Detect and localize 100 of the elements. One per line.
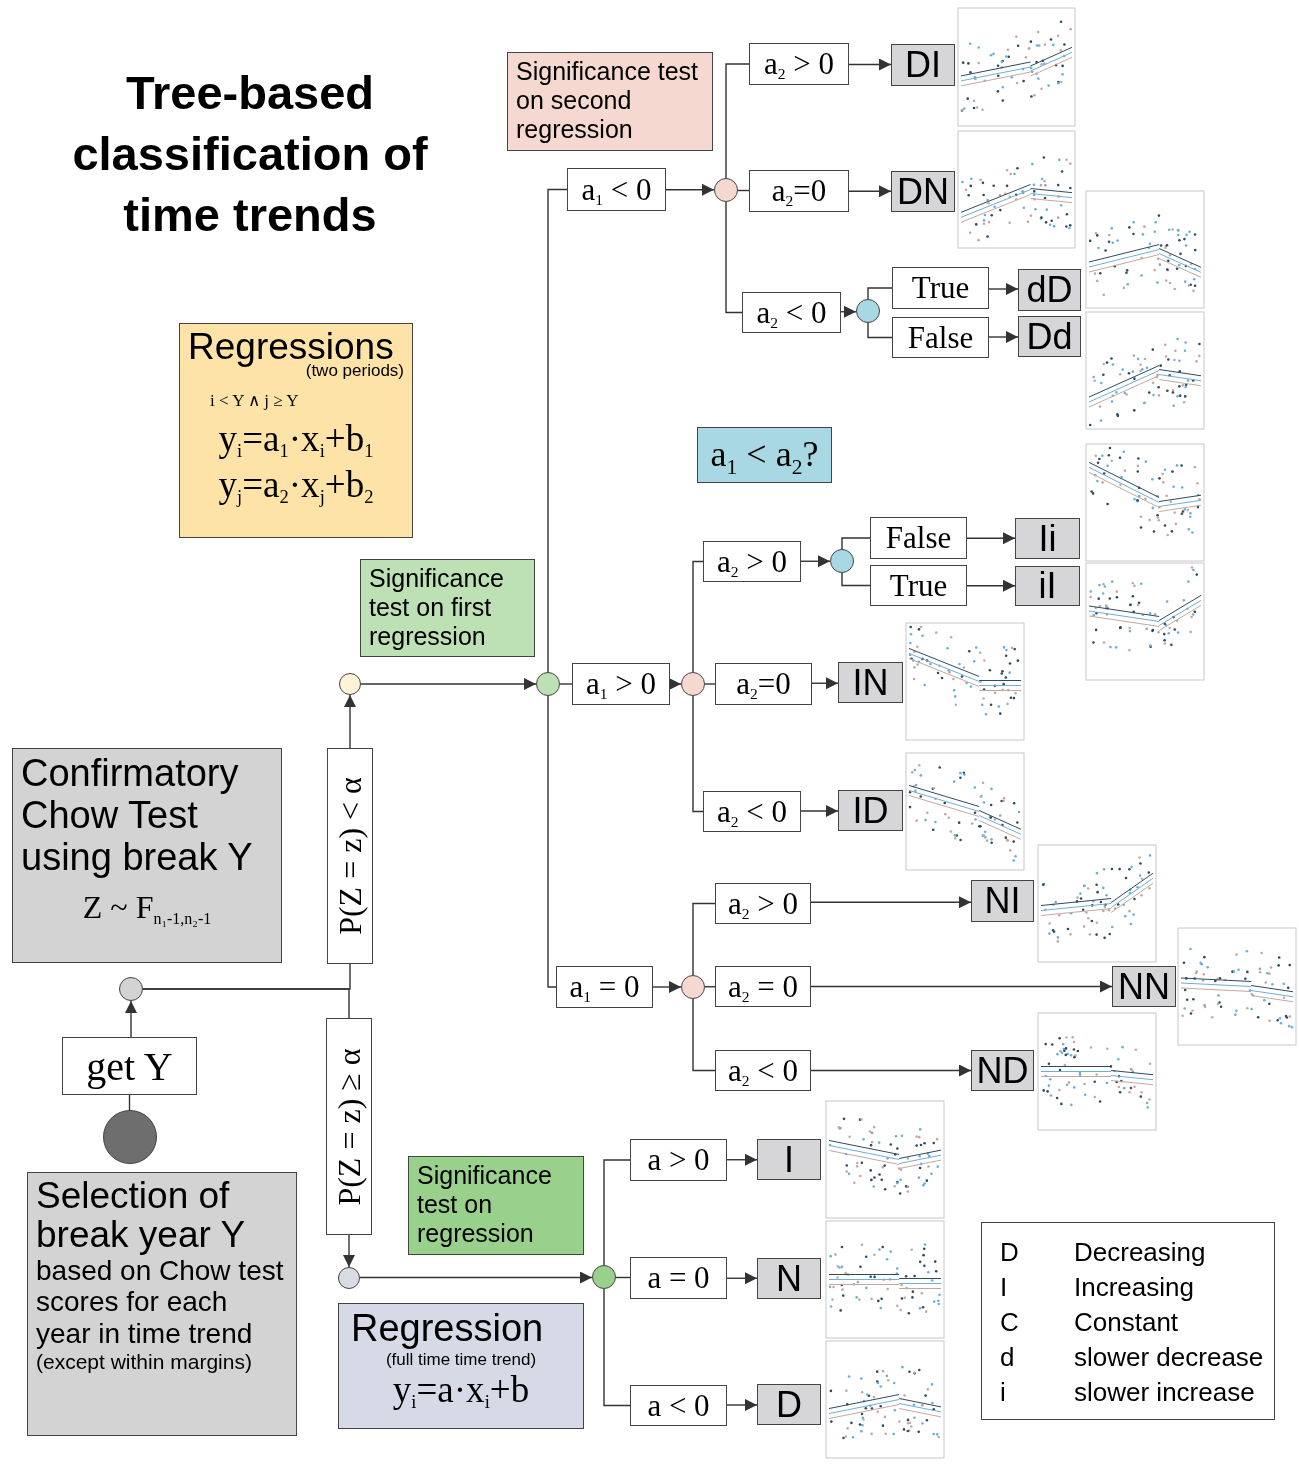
connector-arrow [125, 1000, 137, 1038]
connector-arrow [800, 555, 831, 568]
connector-arrow [344, 694, 356, 749]
circle [714, 178, 738, 202]
connector-arrow [800, 805, 839, 817]
question-box [697, 427, 832, 483]
condition-text: a = 0 [647, 1260, 710, 1296]
class-label: DI [905, 44, 941, 86]
condition-text: i < Y ∧ j ≥ Y [209, 391, 300, 412]
connector-arrow [988, 331, 1019, 343]
connector-arrow [811, 677, 839, 690]
connector-arrow [867, 322, 893, 339]
condition-text: a$_{2}$=0 [771, 173, 827, 209]
connector-arrow [966, 579, 1016, 592]
note-text: (except within margins) [36, 1349, 252, 1373]
condition-box [567, 168, 666, 211]
note-text: Significance test on first regression [369, 564, 505, 651]
condition-box [703, 541, 801, 582]
condition-box [870, 565, 967, 606]
class-box [757, 1139, 821, 1180]
connector-arrow [810, 980, 1113, 993]
class-box [891, 171, 955, 212]
condition-text: a$_{2}$ < 0 [756, 294, 827, 331]
circle [592, 1265, 616, 1289]
heading-text: Confirmatory Chow Test using break Y [21, 753, 254, 879]
class-label: Dd [1026, 315, 1073, 358]
circle [536, 672, 560, 696]
class-label: NN [1118, 965, 1170, 1008]
connector-arrow [359, 1271, 593, 1284]
legend-key: D [1000, 1235, 1019, 1270]
condition-box [870, 517, 967, 559]
note-text: Significance test on second regression [516, 57, 700, 144]
note-box [507, 52, 713, 151]
connector-arrow [867, 287, 893, 300]
condition-box [630, 1139, 727, 1181]
legend-key: i [1000, 1375, 1006, 1410]
selection-box [27, 1172, 297, 1436]
step-box [62, 1037, 197, 1095]
subheading-text: (full time time trend) [384, 1349, 538, 1371]
condition-box [556, 966, 653, 1008]
class-label: ID [852, 789, 889, 832]
class-box [891, 44, 955, 86]
condition-box [703, 791, 801, 832]
class-box [1015, 566, 1080, 606]
condition-box [327, 748, 373, 964]
condition-box [892, 267, 989, 309]
connector-arrow [726, 1272, 758, 1285]
condition-text: get Y [86, 1042, 173, 1090]
connector-arrow [841, 572, 871, 587]
condition-box [715, 1050, 811, 1091]
class-box [1018, 316, 1081, 357]
formula-text: y$_{j}$=a$_{2}$·x$_{j}$+b$_{2}$ [217, 463, 375, 509]
circle [103, 1110, 157, 1164]
class-box [1018, 269, 1081, 311]
circle [681, 975, 705, 999]
condition-text: a$_{2}$ < 0 [717, 793, 787, 830]
connector-arrow [665, 183, 715, 196]
condition-box [715, 883, 811, 924]
condition-text: a$_{2}$ > 0 [764, 46, 834, 82]
condition-box [630, 1257, 727, 1299]
note-box [408, 1156, 584, 1255]
title: Tree-based classification of time trends [71, 65, 429, 244]
condition-box [572, 663, 670, 705]
class-box [838, 790, 903, 831]
connector-arrow [360, 678, 537, 690]
class-label: Ii [1038, 517, 1057, 560]
connector-arrow [810, 896, 972, 909]
condition-box [326, 1018, 372, 1235]
condition-text: a$_{2}$=0 [736, 666, 791, 702]
circle [830, 549, 854, 573]
body-text: based on Chow test scores for each year in time trend [36, 1254, 284, 1349]
connector-arrow [988, 283, 1019, 295]
condition-text: P(Z = z) ≥ α [330, 1047, 368, 1206]
condition-box [715, 663, 812, 705]
circle [681, 672, 705, 696]
class-label: iI [1038, 565, 1057, 607]
formula-text: Z ~ F$_{n₁-1,n₂-1}$ [81, 888, 213, 927]
condition-box [630, 1385, 727, 1426]
heading-text: Selection of break year Y [36, 1177, 247, 1255]
condition-text: a$_{2}$ > 0 [728, 885, 798, 922]
class-box [1112, 966, 1176, 1007]
class-label: I [784, 1138, 794, 1181]
class-label: N [776, 1257, 802, 1300]
question-text: a$_{1}$ < a$_{2}$? [709, 433, 820, 477]
heading-text: Regression [350, 1308, 545, 1350]
condition-text: a$_{1}$ < 0 [581, 171, 652, 208]
condition-text: a$_{1}$ = 0 [569, 969, 640, 1005]
class-box [838, 662, 903, 703]
connector-arrow [848, 58, 892, 71]
connector-arrow [840, 305, 857, 318]
legend-text: slower increase [1074, 1376, 1255, 1409]
circle [119, 977, 143, 1001]
legend-key: I [1000, 1270, 1008, 1305]
condition-box [742, 292, 841, 333]
condition-text: True [889, 567, 948, 604]
condition-text: a$_{1}$ > 0 [586, 666, 656, 702]
legend-box [981, 1222, 1275, 1420]
note-text: Significance test on regression [417, 1161, 553, 1248]
circle [856, 299, 880, 323]
condition-text: True [911, 270, 970, 306]
